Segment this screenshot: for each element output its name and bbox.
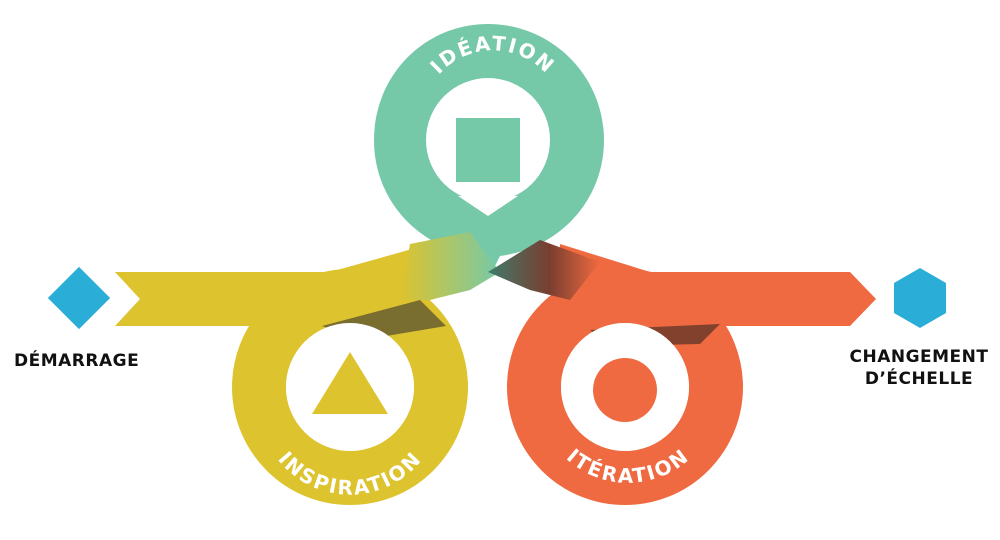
- iteration-circle-icon: [593, 358, 657, 422]
- start-label: DÉMARRAGE: [14, 350, 139, 372]
- start-label-text: DÉMARRAGE: [14, 351, 140, 371]
- iteration-ribbon: [560, 244, 876, 326]
- end-label-line2: D’ÉCHELLE: [864, 369, 974, 389]
- inspiration-ribbon: [115, 244, 430, 326]
- end-label: CHANGEMENT D’ÉCHELLE: [846, 346, 992, 390]
- inspiration-triangle-icon: [312, 352, 388, 414]
- end-hexagon-icon: [894, 268, 946, 328]
- ideation-strand-left: [400, 232, 500, 300]
- end-label-line1: CHANGEMENT: [849, 347, 989, 367]
- ideation-pointer: [458, 196, 518, 216]
- ideation-square-icon: [456, 118, 520, 182]
- ideation-strand-right: [488, 240, 600, 300]
- start-diamond-icon: [47, 266, 111, 330]
